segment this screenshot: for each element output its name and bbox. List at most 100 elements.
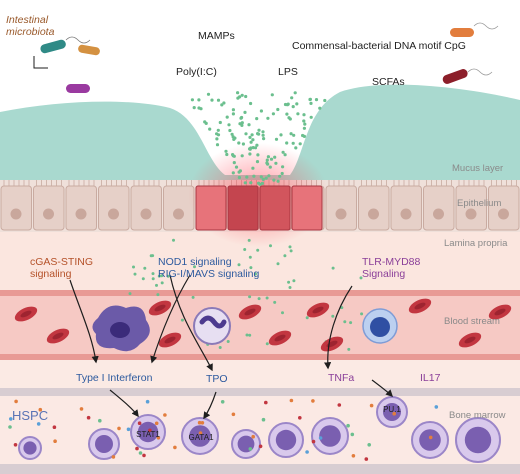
microbial-product-dot (218, 120, 222, 125)
marrow-dot (392, 411, 397, 416)
arrow-tlr-to-tnfa (324, 285, 353, 370)
microbial-product-dot (302, 126, 306, 130)
epithelial-cell (65, 185, 97, 231)
marrow-dot (142, 453, 146, 458)
microbial-product-dot (281, 165, 285, 169)
red-blood-cell-center (164, 336, 176, 344)
microbial-product-dot (151, 277, 155, 281)
marrow-dot (428, 435, 433, 440)
microbial-product-dot (238, 95, 242, 99)
microbial-product-dot (323, 98, 327, 103)
microbial-product-dot (265, 161, 269, 165)
type-i-interferon-label: Type I Interferon (76, 372, 153, 384)
microbial-product-dot (281, 150, 285, 154)
marrow-dot (264, 400, 268, 405)
microbial-product-dot (283, 254, 287, 258)
microbial-product-dot (259, 175, 263, 179)
microbial-product-dot (231, 108, 235, 112)
cpg-label: Commensal-bacterial DNA motif CpG (292, 40, 466, 52)
microbial-product-dot (250, 133, 254, 137)
microbial-product-dot (281, 311, 284, 315)
marrow-dot (148, 428, 152, 433)
microbial-product-dot (192, 106, 196, 110)
microbial-product-dot (255, 117, 259, 121)
marrow-dot (351, 454, 356, 458)
epithelial-nucleus (75, 208, 87, 220)
microbial-product-dot (256, 153, 260, 157)
microbial-product-dot (228, 128, 232, 133)
epithelial-nucleus (10, 208, 22, 220)
microbial-product-dot (291, 105, 295, 109)
marrow-dot (261, 417, 266, 422)
microbial-product-dot (208, 127, 212, 131)
marrow-cell-nucleus (464, 426, 492, 454)
microbial-product-dot (249, 140, 253, 144)
hspc-label: HSPC (12, 408, 49, 423)
microbial-product-dot (290, 96, 294, 100)
epithelial-cell (33, 185, 65, 231)
microbial-product-dot (248, 255, 252, 259)
epithelial-cell (358, 185, 390, 231)
red-blood-cell-center (274, 334, 286, 342)
marrow-dot (145, 399, 150, 404)
arrow-tpo-to-gata1 (203, 391, 217, 420)
arrow-rig-to-tpo (169, 274, 213, 372)
microbial-product-dot (241, 142, 245, 146)
scfas-label: SCFAs (372, 76, 405, 88)
microbial-product-dot (276, 179, 280, 183)
marrow-dot (163, 413, 167, 417)
microbial-product-dot (285, 112, 289, 116)
microbial-product-dot (227, 123, 231, 127)
microbial-product-dot (243, 181, 247, 185)
microbial-product-dot (318, 106, 322, 110)
microbial-product-dot (309, 101, 313, 105)
microbial-product-dot (206, 92, 211, 96)
red-blood-cells (14, 298, 512, 352)
microbial-product-dot (172, 238, 175, 242)
microbial-product-dot (331, 314, 335, 318)
marrow-dot (98, 418, 102, 423)
marrow-dot (126, 427, 131, 432)
microbial-product-dot (360, 312, 364, 316)
microbial-product-dot (215, 143, 220, 147)
epithelial-cell (423, 185, 455, 231)
marrow-dot (38, 407, 43, 412)
marrow-cell-nucleus (23, 441, 37, 455)
marrow-dot (311, 399, 315, 403)
microbial-product-dot (279, 133, 283, 137)
marrow-dot (154, 421, 159, 426)
gata1-label: GATA1 (188, 433, 214, 442)
microbial-product-dot (266, 116, 270, 120)
microbial-product-dot (295, 102, 299, 106)
microbial-product-dot (247, 123, 251, 127)
microbial-product-dot (255, 143, 259, 147)
microbial-product-dot (276, 262, 280, 266)
microbial-product-dot (248, 295, 252, 299)
marrow-dot (337, 403, 342, 407)
red-blood-cell-center (312, 306, 324, 314)
cgas-signaling-label: signaling (30, 268, 72, 280)
microbial-product-dot (156, 293, 160, 297)
marrow-dot (305, 450, 309, 454)
epithelial-cell (98, 185, 130, 231)
microbial-product-dot (253, 146, 258, 150)
microbial-product-dot (245, 175, 249, 179)
microbial-product-dot (343, 320, 347, 324)
microbial-product-dot (302, 113, 306, 117)
microbial-product-dot (215, 137, 219, 141)
epithelial-nucleus (433, 208, 444, 220)
marrow-cell-nucleus (319, 425, 341, 447)
marrow-cell-nucleus (275, 429, 297, 451)
microbiota-pointer (33, 56, 48, 69)
microbiota-label-line1: Intestinal (6, 14, 49, 26)
microbial-product-dot (267, 174, 271, 178)
microbial-product-dot (261, 177, 265, 181)
microbial-product-dot (232, 154, 236, 158)
microbial-product-dot (240, 154, 244, 158)
microbial-product-dot (276, 107, 280, 112)
marrow-dot (367, 443, 372, 447)
microbial-product-dot (238, 169, 242, 173)
microbial-product-dot (331, 266, 335, 270)
microbial-product-dot (166, 274, 170, 278)
marrow-dot (52, 425, 57, 430)
